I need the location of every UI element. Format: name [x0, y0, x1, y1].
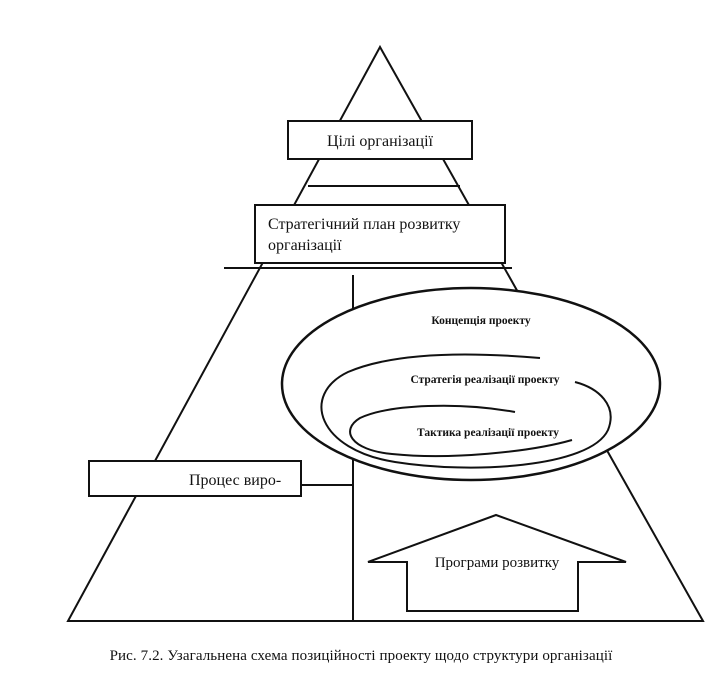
implementation-strategy-label: Стратегія реалізації проекту — [410, 374, 559, 386]
implementation-strategy-spiral — [320, 353, 612, 469]
goals-box — [287, 120, 473, 160]
figure-caption: Рис. 7.2. Узагальнена схема позиційності… — [109, 648, 613, 664]
strategic-plan-label-line2: організації — [268, 237, 342, 254]
goals-label: Цілі організації — [327, 133, 434, 150]
strategic-plan-label-line1: Стратегічний план розвитку — [268, 216, 460, 233]
implementation-tactics-spiral — [349, 404, 573, 458]
strategic-plan-box — [254, 204, 506, 264]
project-concept-label: Концепція проекту — [431, 315, 530, 327]
production-process-label: Процес виро- — [189, 472, 281, 489]
implementation-tactics-label: Тактика реалізації проекту — [417, 427, 559, 439]
project-concept-ellipse — [280, 286, 662, 482]
development-programs-arrow — [367, 513, 627, 612]
production-process-box — [88, 460, 302, 497]
development-programs-label: Програми розвитку — [435, 555, 560, 571]
